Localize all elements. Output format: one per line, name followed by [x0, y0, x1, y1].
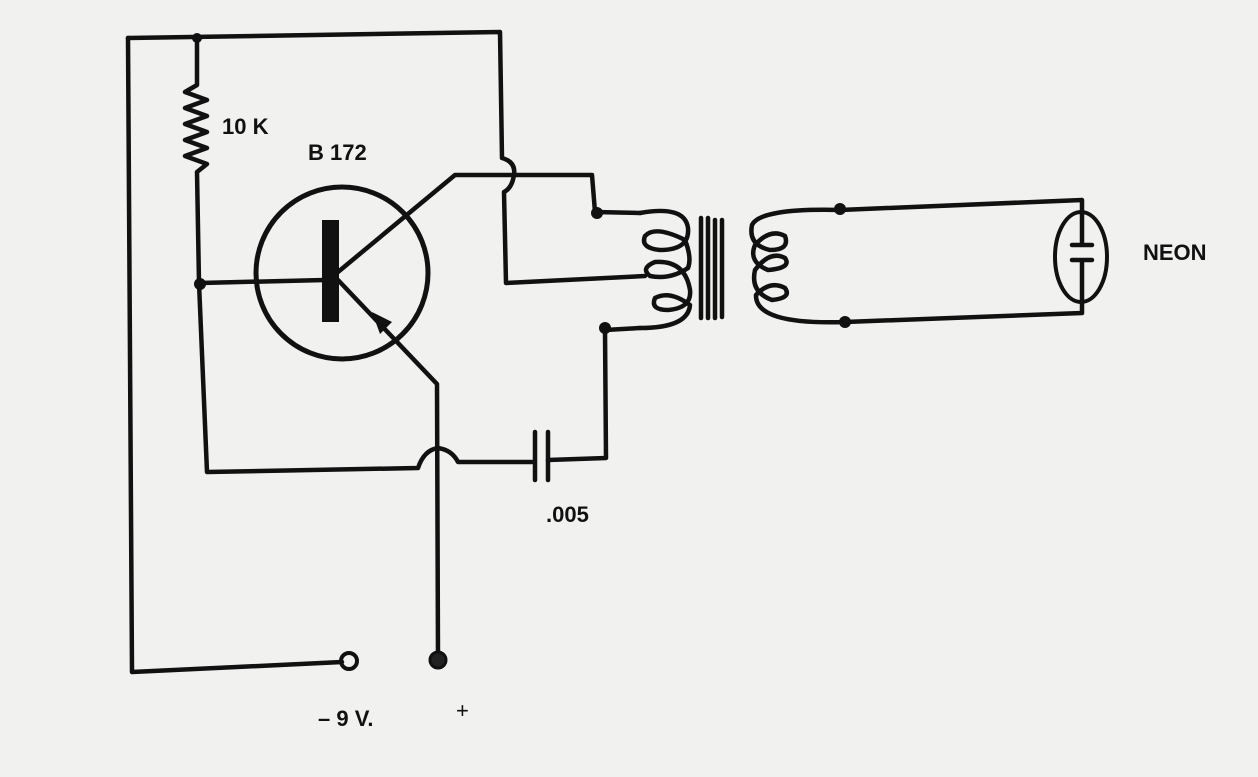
transistor-base-lead	[197, 277, 328, 286]
wire-capacitor-to-primary	[545, 325, 643, 463]
transistor-label: B 172	[308, 140, 367, 165]
emitter-arrow-icon	[372, 312, 392, 334]
transformer-secondary-coil	[749, 207, 848, 325]
wire-secondary-bottom	[842, 299, 1085, 325]
terminal-negative	[339, 651, 359, 671]
junction-dot	[834, 203, 846, 215]
battery-negative-label: – 9 V.	[318, 706, 373, 731]
junction-dot	[599, 322, 611, 334]
neon-label: NEON	[1143, 240, 1207, 265]
battery-positive-label: +	[456, 698, 469, 723]
wire-top	[125, 29, 648, 286]
transistor-base-bar	[322, 220, 339, 322]
junction-dot	[839, 316, 851, 328]
capacitor-label: .005	[546, 502, 589, 527]
neon-lamp-electrode-bottom	[1069, 257, 1095, 305]
wire-secondary-top	[837, 197, 1085, 215]
neon-lamp-electrode-top	[1069, 209, 1095, 248]
transistor-collector-lead	[335, 172, 643, 275]
terminal-positive	[428, 650, 448, 670]
resistor-label: 10 K	[222, 114, 269, 139]
resistor-10k	[182, 35, 210, 286]
junction-dot	[591, 207, 603, 219]
transformer-primary-coil	[637, 208, 693, 331]
transistor-emitter-lead	[335, 277, 441, 661]
transformer-core	[698, 215, 725, 321]
wire-negative-rail	[125, 35, 345, 675]
transistor-envelope	[253, 184, 431, 362]
